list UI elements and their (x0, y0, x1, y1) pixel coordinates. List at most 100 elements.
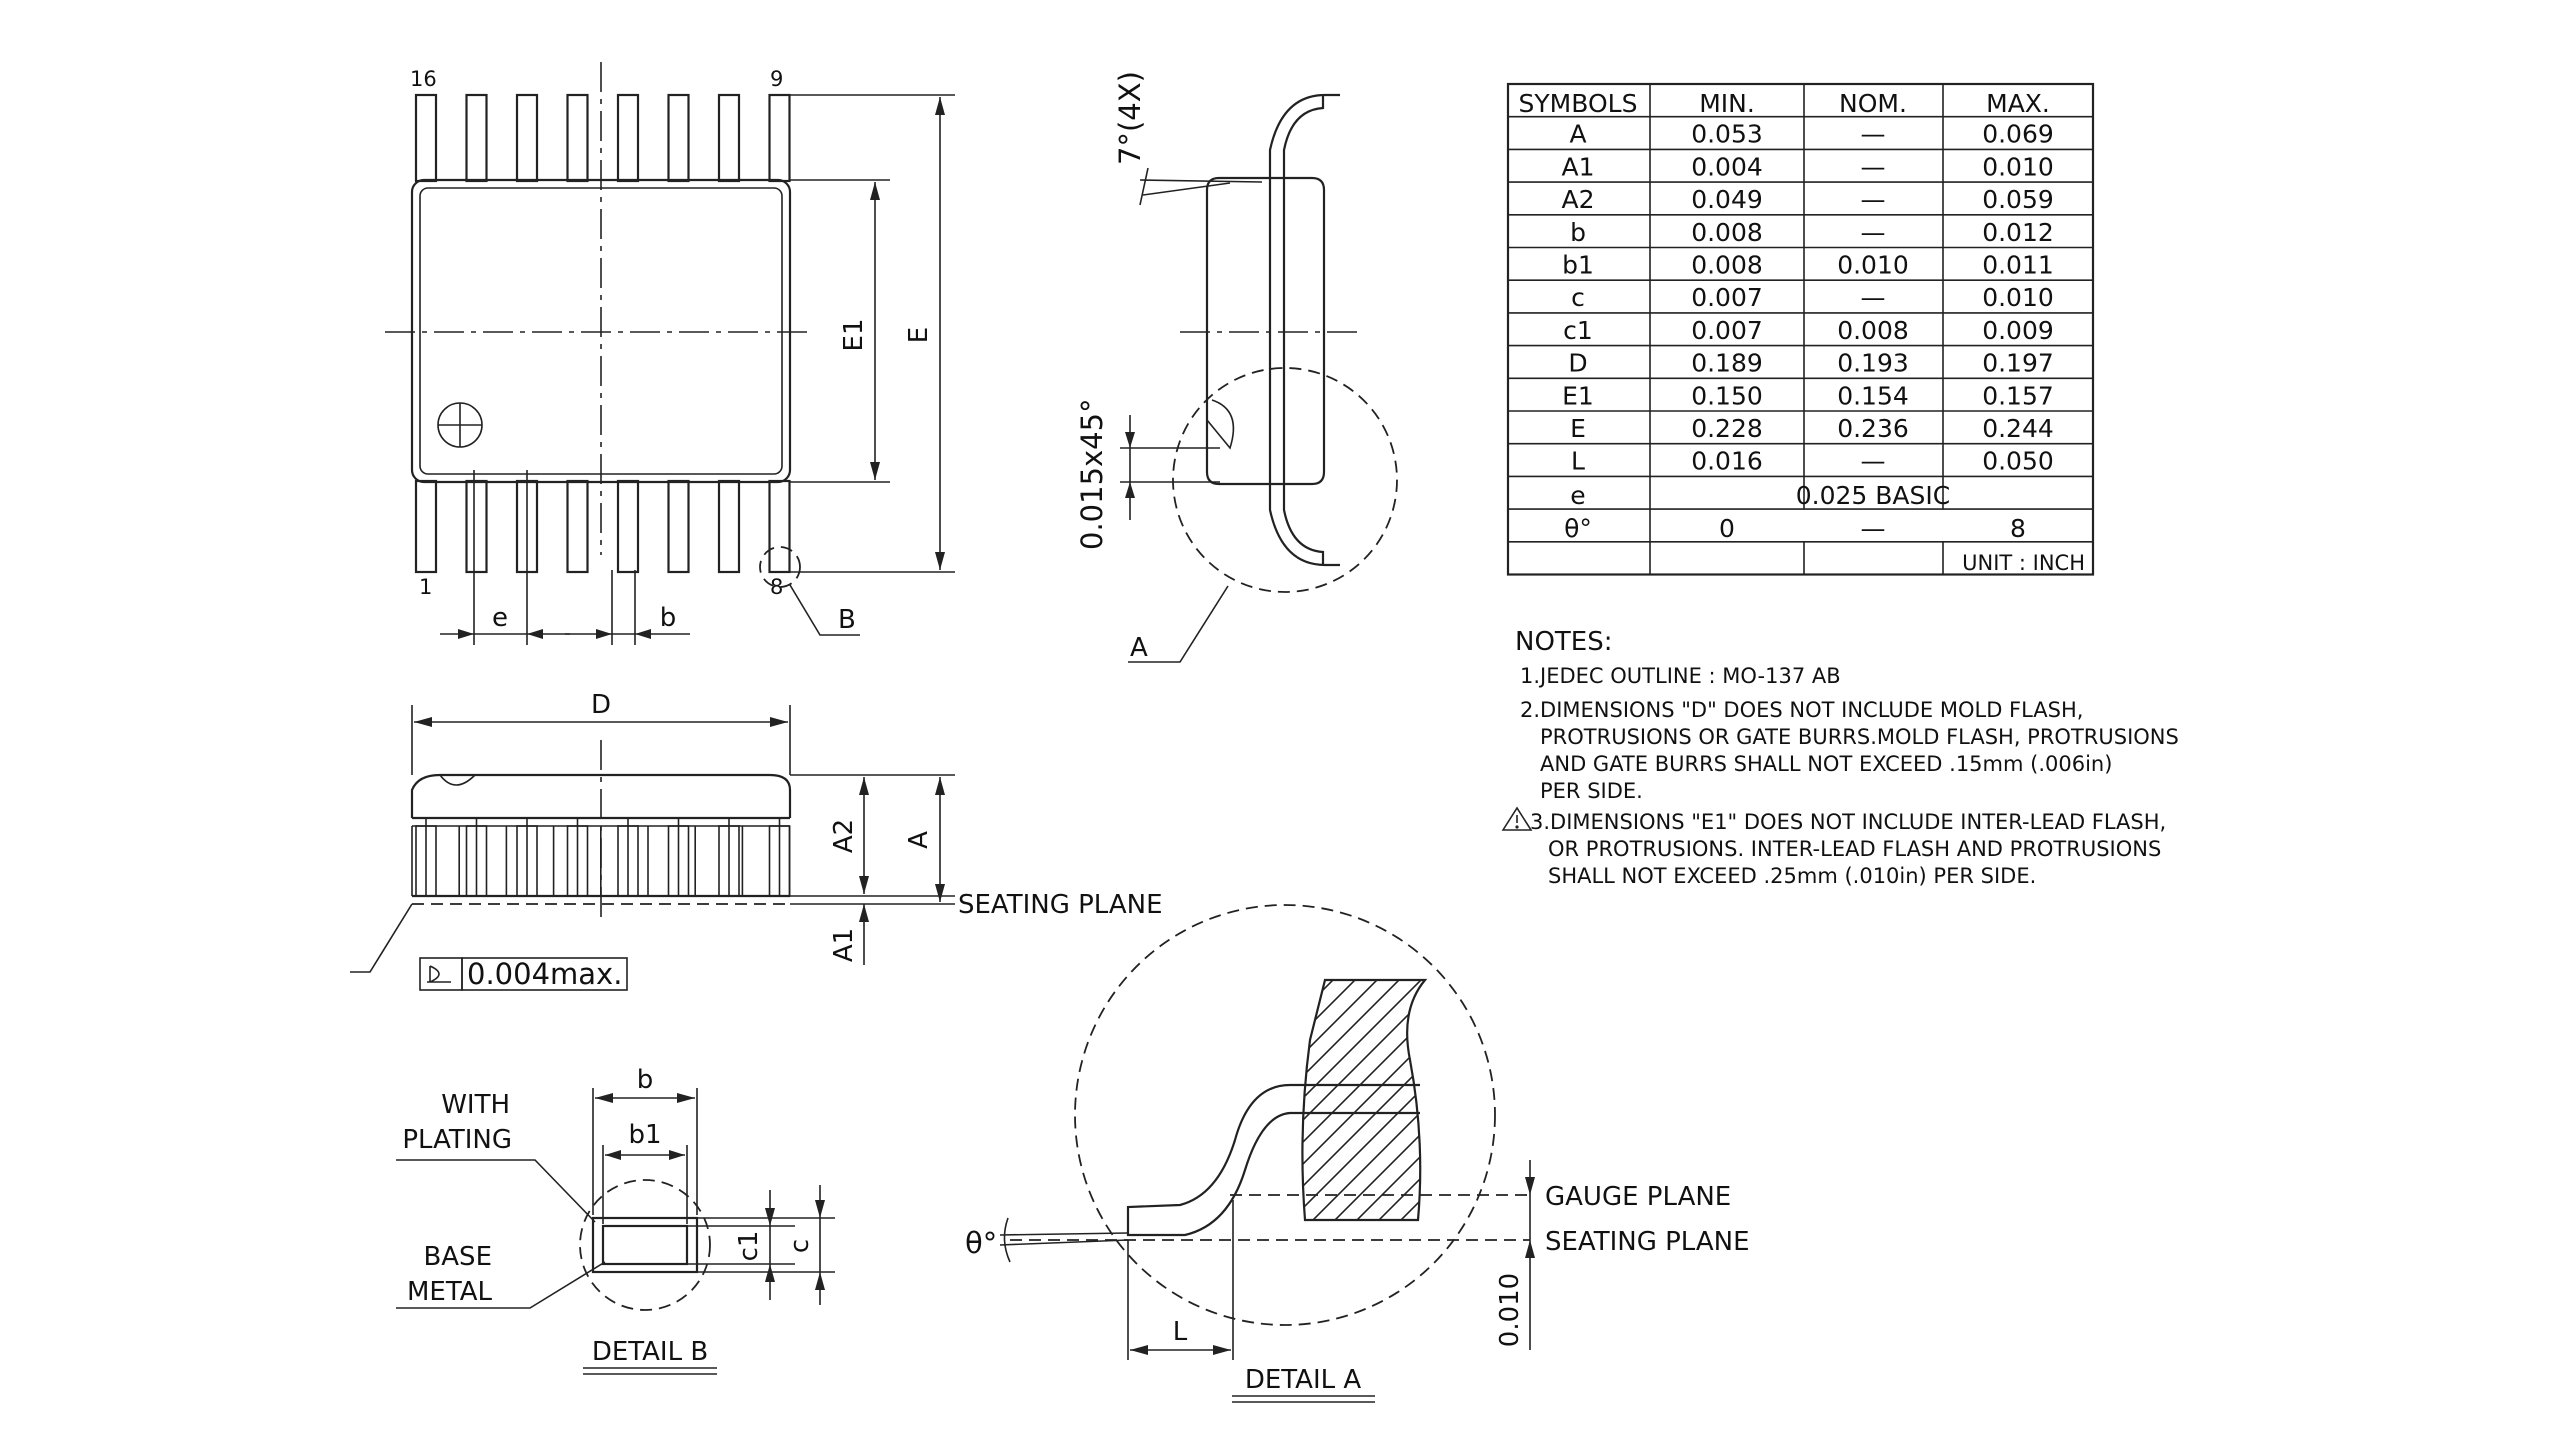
bottom-lead (717, 479, 741, 574)
table-cell-max: 0.009 (1982, 316, 2054, 345)
table-cell-nom: 0.008 (1837, 316, 1909, 345)
dim-a1-label: A1 (829, 928, 859, 962)
side-body (1205, 176, 1326, 486)
pin1-marker (437, 402, 483, 448)
table-cell-nom: 0.154 (1837, 381, 1909, 410)
table-header-symbols: SYMBOLS (1519, 89, 1638, 118)
table-row: b1 0.008 0.010 0.011 (1562, 251, 2054, 280)
gauge-plane-label: GAUGE PLANE (1545, 1182, 1731, 1212)
table-cell-symbol: A (1569, 120, 1586, 149)
table-cell-nom: — (1861, 218, 1886, 247)
pin-9-label: 9 (770, 67, 783, 91)
top-lead (667, 93, 690, 183)
table-cell-max: 0.157 (1982, 381, 2054, 410)
table-cell-max: 0.059 (1982, 185, 2054, 214)
table-cell-min: 0.150 (1691, 381, 1763, 410)
table-cell-min: 0.049 (1691, 185, 1763, 214)
gauge-height-label: 0.010 (1495, 1273, 1525, 1347)
dim-lead-width-b-label: b (660, 603, 677, 633)
table-row: E1 0.150 0.154 0.157 (1562, 381, 2054, 410)
bottom-lead (566, 479, 589, 574)
table-theta-nom: — (1861, 514, 1886, 543)
coplanarity-value: 0.004max. (467, 957, 622, 991)
dim-a2-label: A2 (829, 819, 859, 853)
table-cell-nom: 0.193 (1837, 349, 1909, 378)
table-header-max: MAX. (1986, 89, 2050, 118)
detail-b-title: DETAIL B (592, 1337, 708, 1367)
note-3-line-2: OR PROTRUSIONS. INTER-LEAD FLASH AND PRO… (1548, 837, 2161, 861)
detail-b-dim-c: c (785, 1239, 815, 1253)
table-e-value: 0.025 BASIC (1796, 481, 1950, 510)
note-3-line-3: SHALL NOT EXCEED .25mm (.010in) PER SIDE… (1548, 864, 2036, 888)
table-cell-nom: 0.010 (1837, 251, 1909, 280)
table-cell-max: 0.244 (1982, 414, 2054, 443)
table-row: A2 0.049 — 0.059 (1561, 185, 2053, 214)
table-cell-nom: — (1861, 152, 1886, 181)
bottom-lead (667, 479, 690, 574)
table-cell-symbol: b (1570, 218, 1586, 247)
table-cell-min: 0.007 (1691, 283, 1763, 312)
table-cell-min: 0.008 (1691, 251, 1763, 280)
table-unit: UNIT : INCH (1962, 551, 2085, 575)
front-body (410, 773, 792, 818)
notes: NOTES: 1.JEDEC OUTLINE : MO-137 AB 2.DIM… (1501, 627, 2179, 888)
bottom-lead (768, 479, 791, 574)
top-lead (616, 93, 640, 183)
table-header-min: MIN. (1699, 89, 1755, 118)
base-metal-label-2: METAL (407, 1277, 493, 1307)
bottom-lead (465, 479, 488, 574)
table-cell-max: 0.010 (1982, 152, 2054, 181)
dim-e1-label: E1 (839, 319, 869, 352)
table-cell-max: 0.197 (1982, 349, 2054, 378)
table-cell-nom: — (1861, 447, 1886, 476)
detail-a-callout: A (1130, 633, 1148, 663)
pin-8-label: 8 (770, 575, 783, 599)
table-row: c 0.007 — 0.010 (1571, 283, 2054, 312)
warning-triangle-icon (1501, 806, 1533, 831)
note-2-line-4: PER SIDE. (1540, 779, 1643, 803)
detail-a-title: DETAIL A (1245, 1365, 1362, 1395)
notes-title: NOTES: (1515, 627, 1613, 657)
table-cell-symbol: E (1570, 414, 1586, 443)
table-cell-min: 0.007 (1691, 316, 1763, 345)
table-cell-max: 0.011 (1982, 251, 2054, 280)
table-cell-max: 0.012 (1982, 218, 2054, 247)
table-cell-nom: — (1861, 283, 1886, 312)
table-cell-symbol: b1 (1562, 251, 1594, 280)
detail-b-callout: B (838, 605, 856, 635)
table-row: b 0.008 — 0.012 (1570, 218, 2054, 247)
detail-a-lead (1126, 1083, 1420, 1237)
note-3-line-1: 3.DIMENSIONS "E1" DOES NOT INCLUDE INTER… (1530, 810, 2166, 834)
table-header-nom: NOM. (1839, 89, 1907, 118)
table-cell-max: 0.010 (1982, 283, 2054, 312)
top-lead (717, 93, 741, 183)
detail-a-seating-plane-label: SEATING PLANE (1545, 1227, 1750, 1257)
base-metal-label-1: BASE (423, 1242, 492, 1272)
seating-plane-label: SEATING PLANE (958, 890, 1163, 920)
top-lead (465, 93, 488, 183)
side-lead (1268, 93, 1340, 567)
table-cell-symbol: c (1571, 283, 1585, 312)
pin-16-label: 16 (410, 67, 437, 91)
lead-cross-section-base (601, 1224, 689, 1266)
draft-angle-label: 7°(4X) (1113, 71, 1147, 165)
detail-a-circle (1172, 367, 1398, 593)
dim-e-label: E (904, 327, 934, 343)
note-1: 1.JEDEC OUTLINE : MO-137 AB (1520, 664, 1841, 688)
lead-cross-section-plated (591, 1216, 699, 1274)
table-cell-min: 0.053 (1691, 120, 1763, 149)
table-cell-symbol: A2 (1561, 185, 1594, 214)
table-cell-min: 0.008 (1691, 218, 1763, 247)
table-cell-symbol: E1 (1562, 381, 1594, 410)
detail-a: θ° L GAUGE PLANE SEATING PLANE 0.010 DET… (965, 904, 1750, 1403)
note-2-line-2: PROTRUSIONS OR GATE BURRS.MOLD FLASH, PR… (1540, 725, 2179, 749)
table-cell-nom: — (1861, 120, 1886, 149)
with-plating-label-1: WITH (441, 1090, 510, 1120)
table-cell-nom: — (1861, 185, 1886, 214)
